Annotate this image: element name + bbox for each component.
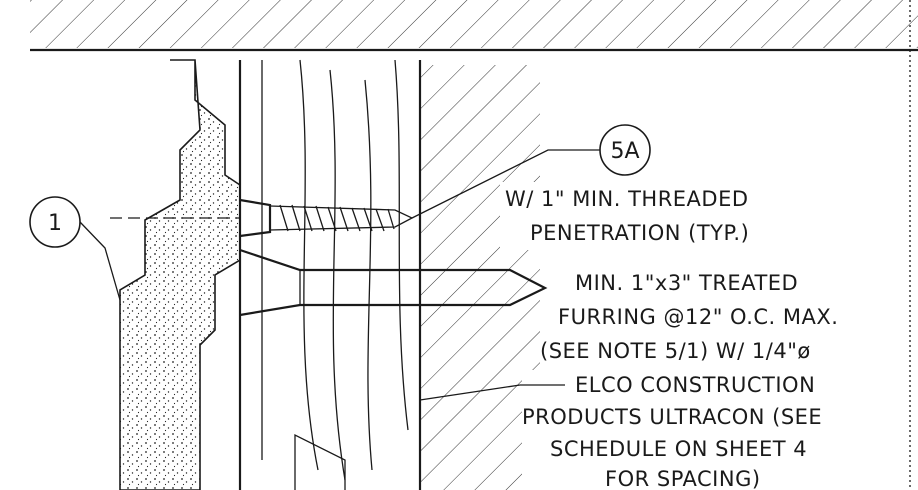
callout-1-label: 1 — [48, 211, 62, 236]
anchor-note-line-1: ELCO CONSTRUCTION — [575, 373, 815, 397]
anchor-note-line-4: FOR SPACING) — [605, 467, 761, 490]
screw-note-line-1: W/ 1" MIN. THREADED — [505, 187, 749, 211]
screw-note: W/ 1" MIN. THREADED PENETRATION (TYP.) — [500, 182, 845, 250]
furring-strip — [238, 59, 422, 490]
ceiling-hatch — [30, 0, 918, 52]
anchor-note: ELCO CONSTRUCTION PRODUCTS ULTRACON (SEE… — [419, 370, 918, 490]
siding-panel — [119, 59, 241, 490]
screw-note-line-2: PENETRATION (TYP.) — [530, 221, 749, 245]
furring-note: MIN. 1"x3" TREATED FURRING @12" O.C. MAX… — [540, 260, 918, 365]
furring-note-line-3: (SEE NOTE 5/1) W/ 1/4"ø — [540, 339, 811, 363]
concrete-anchor — [239, 248, 548, 317]
anchor-note-line-3: SCHEDULE ON SHEET 4 — [550, 437, 807, 461]
furring-note-line-2: FURRING @12" O.C. MAX. — [558, 305, 838, 329]
callout-5a: 5A — [411, 124, 651, 219]
substrate-hatch — [420, 65, 540, 490]
callout-1: 1 — [29, 196, 121, 301]
furring-note-line-1: MIN. 1"x3" TREATED — [575, 271, 798, 295]
callout-5a-label: 5A — [610, 139, 639, 164]
screw — [239, 198, 414, 238]
anchor-note-line-2: PRODUCTS ULTRACON (SEE — [522, 405, 822, 429]
